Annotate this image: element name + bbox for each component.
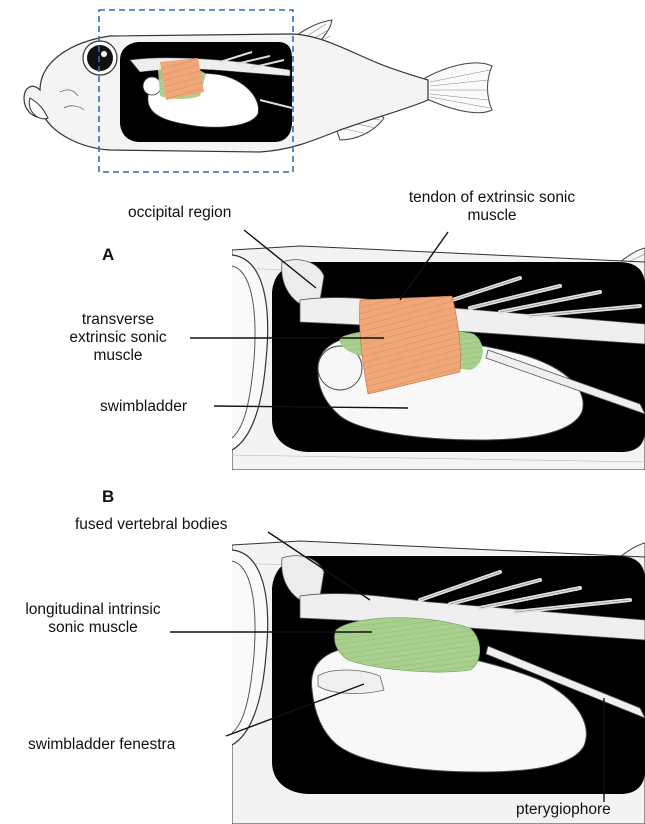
panel-b-illustration — [232, 535, 645, 824]
label-longitudinal-line2: sonic muscle — [8, 619, 178, 637]
label-fused-vertebral-bodies: fused vertebral bodies — [75, 516, 228, 534]
label-transverse-line2: extrinsic sonic — [48, 329, 188, 347]
panel-letter-b: B — [102, 487, 114, 507]
label-longitudinal-line1: longitudinal intrinsic — [8, 601, 178, 619]
panel-a-illustration — [232, 240, 645, 470]
label-occipital-region: occipital region — [128, 204, 231, 222]
label-transverse-line3: muscle — [48, 347, 188, 365]
panel-letter-a: A — [102, 245, 114, 265]
label-tendon: tendon of extrinsic sonic muscle — [372, 189, 612, 225]
label-transverse-line1: transverse — [48, 311, 188, 329]
label-longitudinal-muscle: longitudinal intrinsic sonic muscle — [8, 601, 178, 637]
label-swimbladder: swimbladder — [100, 398, 187, 416]
label-tendon-line2: muscle — [372, 207, 612, 225]
label-pterygiophore: pterygiophore — [516, 801, 611, 819]
label-transverse-muscle: transverse extrinsic sonic muscle — [48, 311, 188, 365]
overview-fish — [24, 20, 492, 152]
label-swimbladder-fenestra: swimbladder fenestra — [28, 736, 175, 754]
label-tendon-line1: tendon of extrinsic sonic — [372, 189, 612, 207]
